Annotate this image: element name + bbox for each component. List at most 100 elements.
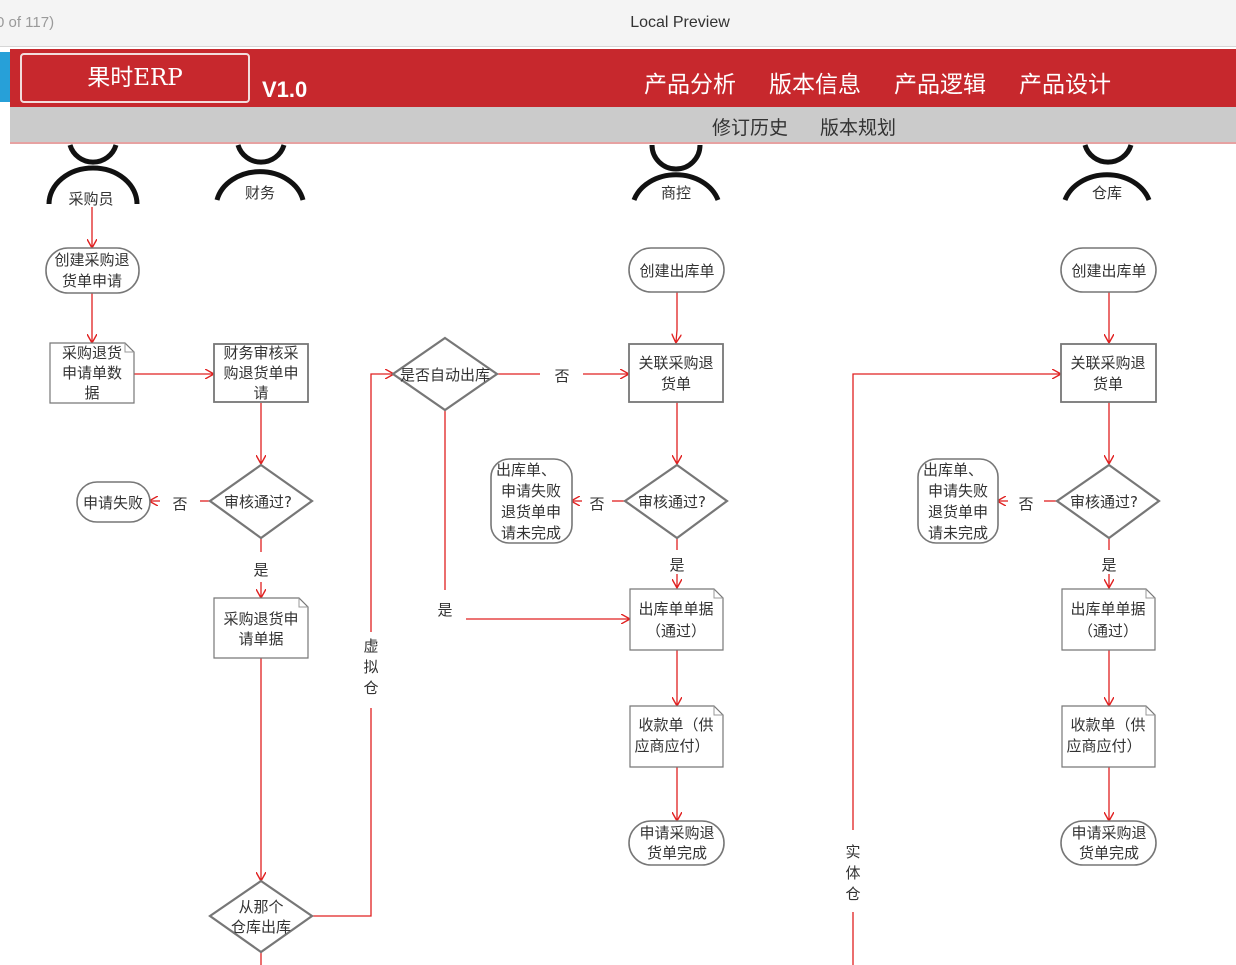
node-label: 货单 xyxy=(661,375,691,393)
node-label: 创建采购退 xyxy=(54,251,129,269)
node-link-return-control[interactable]: 关联采购退 货单 xyxy=(628,343,724,403)
label-char: 体 xyxy=(845,864,860,882)
node-label: 申请采购退 xyxy=(1071,824,1146,842)
node-create-return-request[interactable]: 创建采购退 货单申请 xyxy=(45,247,140,294)
node-label: 购退货单申 xyxy=(223,364,298,382)
node-label: 请未完成 xyxy=(501,524,561,542)
window-title: Local Preview xyxy=(630,14,730,31)
label-no: 否 xyxy=(589,495,604,513)
label-no: 否 xyxy=(554,367,569,385)
preview-titlebar: 0 of 117) Local Preview xyxy=(0,0,1236,47)
decision-auto-outbound[interactable]: 是否自动出库 xyxy=(391,336,499,412)
node-complete-control[interactable]: 申请采购退 货单完成 xyxy=(628,820,725,866)
node-receipt-control[interactable]: 收款单（供 应商应付） xyxy=(629,705,724,768)
decision-warehouse-approved[interactable]: 审核通过? xyxy=(1055,463,1161,540)
node-complete-warehouse[interactable]: 申请采购退 货单完成 xyxy=(1060,820,1157,866)
actor-label: 采购员 xyxy=(68,190,113,208)
accent-strip xyxy=(0,52,10,102)
node-label: 创建出库单 xyxy=(639,262,714,280)
node-receipt-warehouse[interactable]: 收款单（供 应商应付） xyxy=(1061,705,1156,768)
node-label: 审核通过? xyxy=(1070,493,1138,511)
label-yes: 是 xyxy=(437,601,452,619)
nav-product-design[interactable]: 产品设计 xyxy=(1019,72,1111,98)
node-return-request-doc[interactable]: 采购退货 申请单数 据 xyxy=(49,342,135,404)
node-label: 请单据 xyxy=(238,630,283,648)
node-outbound-doc-control[interactable]: 出库单单据 （通过） xyxy=(629,588,724,651)
node-label: 创建出库单 xyxy=(1071,262,1146,280)
node-label: 应商应付） xyxy=(1066,737,1141,755)
node-label: 采购退货申 xyxy=(223,610,298,628)
page-counter: 0 of 117) xyxy=(0,14,55,31)
decision-control-approved[interactable]: 审核通过? xyxy=(623,463,729,540)
node-warehouse-failed[interactable]: 出库单、 申请失败 退货单申 请未完成 xyxy=(917,458,999,544)
label-no: 否 xyxy=(1018,495,1033,513)
node-label: 货单申请 xyxy=(62,272,122,290)
node-label: 退货单申 xyxy=(501,503,561,521)
nav-product-logic[interactable]: 产品逻辑 xyxy=(894,72,986,98)
label-char: 拟 xyxy=(363,658,378,676)
label-char: 实 xyxy=(845,843,860,861)
node-link-return-warehouse[interactable]: 关联采购退 货单 xyxy=(1060,343,1157,403)
label-virtual-warehouse: 虚 拟 仓 xyxy=(363,637,378,697)
sub-navigation: 修订历史 版本规划 xyxy=(10,107,1236,144)
node-label: 出库单单据 xyxy=(1070,600,1145,618)
label-no: 否 xyxy=(172,495,187,513)
node-label: 出库单单据 xyxy=(638,600,713,618)
node-label: 财务审核采 xyxy=(223,344,298,362)
actor-label: 商控 xyxy=(661,184,691,202)
node-label: 审核通过? xyxy=(224,493,292,511)
actor-label: 仓库 xyxy=(1092,184,1122,202)
node-create-outbound-control[interactable]: 创建出库单 xyxy=(628,247,725,293)
node-label: 出库单、 xyxy=(923,461,983,479)
node-request-failed[interactable]: 申请失败 xyxy=(76,481,151,523)
app-header: 果时ERP V1.0 产品分析 版本信息 产品逻辑 产品设计 xyxy=(10,49,1236,107)
nav-version-info[interactable]: 版本信息 xyxy=(769,72,861,98)
node-label: 据 xyxy=(84,384,99,402)
subnav-revision-history[interactable]: 修订历史 xyxy=(712,117,789,139)
node-label: 请未完成 xyxy=(928,524,988,542)
node-label: 收款单（供 xyxy=(1070,716,1145,734)
node-label: 货单完成 xyxy=(1079,844,1139,862)
node-label: （通过） xyxy=(646,622,706,640)
node-label: 退货单申 xyxy=(928,503,988,521)
node-outbound-doc-warehouse[interactable]: 出库单单据 （通过） xyxy=(1061,588,1156,651)
actor-purchaser: 采购员 xyxy=(46,144,140,208)
node-label: （通过） xyxy=(1078,622,1138,640)
label-physical-warehouse: 实 体 仓 xyxy=(845,843,860,903)
node-label: 收款单（供 xyxy=(638,716,713,734)
node-control-failed[interactable]: 出库单、 申请失败 退货单申 请未完成 xyxy=(490,458,573,544)
actor-label: 财务 xyxy=(245,184,275,202)
subnav-version-plan[interactable]: 版本规划 xyxy=(820,117,897,139)
node-label: 审核通过? xyxy=(638,493,706,511)
actor-control: 商控 xyxy=(631,144,721,202)
label-char: 虚 xyxy=(363,637,378,655)
node-label: 仓库出库 xyxy=(231,918,291,936)
label-yes: 是 xyxy=(1101,556,1116,574)
label-yes: 是 xyxy=(253,561,268,579)
node-label: 从那个 xyxy=(238,898,283,916)
node-label: 采购退货 xyxy=(62,344,122,362)
node-create-outbound-warehouse[interactable]: 创建出库单 xyxy=(1060,247,1157,293)
decision-finance-approved[interactable]: 审核通过? xyxy=(208,463,314,540)
node-label: 出库单、 xyxy=(496,461,556,479)
decision-which-warehouse[interactable]: 从那个 仓库出库 xyxy=(208,879,314,954)
connectors xyxy=(92,207,1109,965)
node-label: 货单完成 xyxy=(647,844,707,862)
node-return-request-doc-2[interactable]: 采购退货申 请单据 xyxy=(213,597,309,659)
node-label: 申请采购退 xyxy=(639,824,714,842)
node-label: 申请失败 xyxy=(501,482,561,500)
node-finance-review[interactable]: 财务审核采 购退货单申 请 xyxy=(213,343,309,403)
nav-product-analysis[interactable]: 产品分析 xyxy=(644,72,736,98)
actor-warehouse: 仓库 xyxy=(1062,144,1152,202)
node-label: 是否自动出库 xyxy=(400,366,490,384)
node-label: 请 xyxy=(253,384,268,402)
actor-finance: 财务 xyxy=(214,144,306,202)
label-char: 仓 xyxy=(845,885,860,903)
node-label: 申请失败 xyxy=(83,494,143,512)
label-yes: 是 xyxy=(669,556,684,574)
node-label: 关联采购退 xyxy=(638,354,713,372)
version-label: V1.0 xyxy=(262,77,308,102)
logo-button[interactable]: 果时ERP xyxy=(20,53,250,103)
node-label: 应商应付） xyxy=(634,737,709,755)
